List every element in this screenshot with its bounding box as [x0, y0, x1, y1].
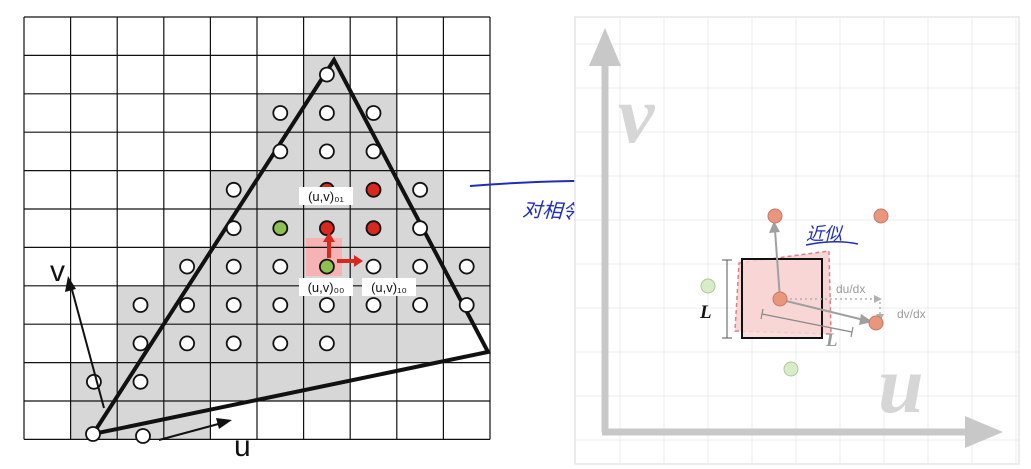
sample-dot — [318, 66, 335, 83]
L-label-diagonal: L — [825, 330, 838, 351]
sample-dot — [132, 297, 149, 313]
sample-dot — [365, 258, 382, 275]
sample-dot — [225, 258, 242, 275]
uv00-label-group: (u,v)₀₀ — [299, 278, 353, 296]
v-axis-label: v — [50, 255, 65, 288]
texture-v-label: v — [618, 69, 656, 160]
right-panel: v u L L — [574, 16, 1020, 465]
u-axis-label: u — [234, 430, 251, 463]
texture-sample-dots — [700, 208, 889, 377]
sample-dot — [412, 220, 429, 237]
finite-difference-arrows — [323, 232, 363, 267]
sample-dot — [225, 220, 242, 237]
du-dx-label: du/dx — [836, 282, 865, 296]
approx-note-group: 近似 — [805, 224, 859, 246]
texture-dot-green-bottom — [783, 361, 799, 377]
sample-dot — [272, 335, 289, 352]
texture-dot-right — [868, 315, 884, 331]
sample-dot-red — [365, 220, 382, 237]
sample-dot — [365, 105, 382, 121]
sample-dot-red — [365, 181, 382, 198]
L-measure-left — [722, 259, 732, 339]
approx-note: 近似 — [806, 224, 844, 244]
sample-dot — [225, 181, 242, 198]
L-measure-diagonal — [760, 308, 854, 338]
sample-dot — [85, 426, 101, 442]
uv00-label: (u,v)₀₀ — [308, 280, 345, 295]
pixel-grid — [23, 16, 491, 440]
sample-dot — [272, 143, 289, 160]
sample-dot-green — [318, 258, 335, 275]
right-panel-frame — [574, 16, 1020, 465]
sample-dot — [132, 335, 149, 352]
sample-dots — [85, 66, 475, 444]
uv10-label-group: (u,v)₁₀ — [362, 278, 416, 296]
sample-dot — [458, 297, 475, 313]
sample-dot — [318, 297, 335, 313]
texture-dot-green-left — [700, 278, 716, 294]
sample-dot — [412, 181, 429, 198]
sample-dot — [458, 258, 475, 275]
texture-dot-top-right — [873, 208, 889, 224]
sample-dot — [365, 143, 382, 160]
sample-dot — [412, 258, 429, 275]
dv-dx-label: dv/dx — [897, 307, 926, 321]
sample-dot — [179, 258, 196, 275]
u-axis-arrow — [158, 418, 232, 441]
uv01-label: (u,v)₀₁ — [308, 189, 344, 204]
texture-dot-top — [767, 208, 783, 224]
sample-dot — [225, 297, 242, 313]
sample-dot — [272, 105, 289, 121]
triangle — [88, 56, 492, 437]
sample-dot — [225, 335, 242, 352]
texture-u-label: u — [878, 339, 924, 430]
texture-axes — [589, 28, 1003, 448]
sample-dot — [272, 258, 289, 275]
sample-dot — [412, 297, 429, 313]
sample-dot — [318, 105, 335, 121]
sample-dot — [365, 297, 382, 313]
left-panel: (u,v)₀₁ (u,v)₀₀ (u,v)₁₀ v u — [23, 16, 492, 463]
uv01-label-group: (u,v)₀₁ — [299, 187, 353, 205]
sample-dot — [272, 297, 289, 313]
sample-dot — [132, 373, 149, 390]
sample-dot — [179, 297, 196, 313]
sample-dot — [318, 335, 335, 352]
uv10-label: (u,v)₁₀ — [371, 280, 407, 295]
sample-dot — [179, 335, 196, 352]
L-label-left: L — [699, 302, 712, 323]
sample-dot — [318, 143, 335, 160]
sample-dot-red — [318, 220, 335, 237]
texture-dot-center — [772, 291, 788, 307]
v-axis-arrow — [65, 276, 105, 409]
sample-dot — [135, 428, 151, 444]
sample-dot-green — [272, 220, 289, 237]
